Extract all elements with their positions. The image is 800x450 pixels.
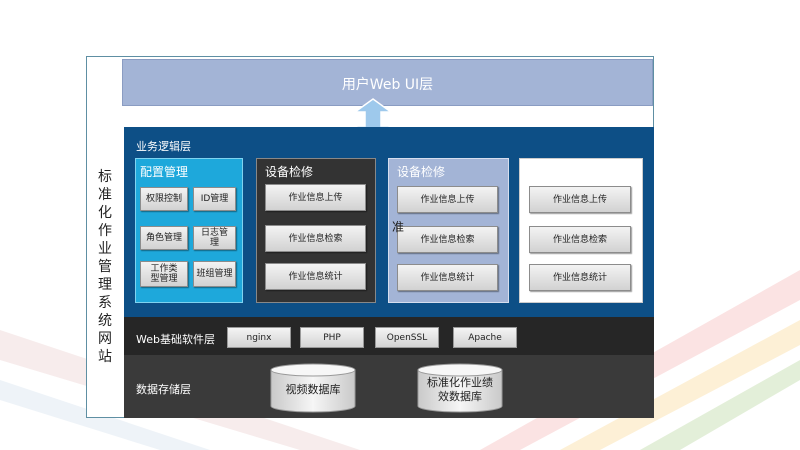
web-base-software-layer-title: Web基础软件层 <box>136 333 215 346</box>
video-database-label: 视频数据库 <box>285 383 341 396</box>
job-info-search-button-dark[interactable]: 作业信息检索 <box>265 225 366 252</box>
team-management-button[interactable]: 班组管理 <box>193 261 236 287</box>
database-cylinder-icon <box>417 363 503 413</box>
job-info-upload-button-white[interactable]: 作业信息上传 <box>529 186 631 213</box>
job-info-stats-button-white[interactable]: 作业信息统计 <box>529 264 631 291</box>
data-storage-layer-title: 数据存储层 <box>136 383 191 396</box>
web-ui-layer: 用户Web UI层 <box>122 59 653 106</box>
job-info-upload-button-dark[interactable]: 作业信息上传 <box>265 184 366 211</box>
equipment-maintenance-title-light: 设备检修 <box>397 165 446 179</box>
work-type-management-button[interactable]: 工作类型管理 <box>140 261 188 287</box>
job-info-stats-button-light[interactable]: 作业信息统计 <box>397 264 498 291</box>
id-management-button[interactable]: ID管理 <box>193 187 236 211</box>
nginx-chip: nginx <box>227 327 291 348</box>
job-info-upload-button-light[interactable]: 作业信息上传 <box>397 186 498 213</box>
database-cylinder-icon <box>270 363 356 413</box>
role-management-button[interactable]: 角色管理 <box>140 226 188 250</box>
business-logic-layer-title: 业务逻辑层 <box>136 140 191 153</box>
performance-database-label: 标准化作业绩效数据库 <box>427 376 493 403</box>
web-ui-layer-label: 用户Web UI层 <box>341 77 434 93</box>
log-management-button[interactable]: 日志管理 <box>193 226 236 250</box>
permission-control-button[interactable]: 权限控制 <box>140 187 188 211</box>
job-info-search-button-white[interactable]: 作业信息检索 <box>529 226 631 253</box>
openssl-chip: OpenSSL <box>375 327 439 348</box>
config-management-title: 配置管理 <box>140 165 189 179</box>
equipment-maintenance-title-dark: 设备检修 <box>265 165 314 179</box>
system-title: 标准化作业管理系统网站 <box>98 169 112 365</box>
apache-chip: Apache <box>453 327 517 348</box>
job-info-stats-button-dark[interactable]: 作业信息统计 <box>265 263 366 290</box>
video-database: 视频数据库 <box>270 363 356 413</box>
data-storage-layer <box>124 355 654 418</box>
performance-database: 标准化作业绩效数据库 <box>417 363 503 413</box>
php-chip: PHP <box>300 327 364 348</box>
job-info-search-button-light[interactable]: 作业信息检索 <box>397 226 498 253</box>
stray-character: 准 <box>392 220 405 234</box>
